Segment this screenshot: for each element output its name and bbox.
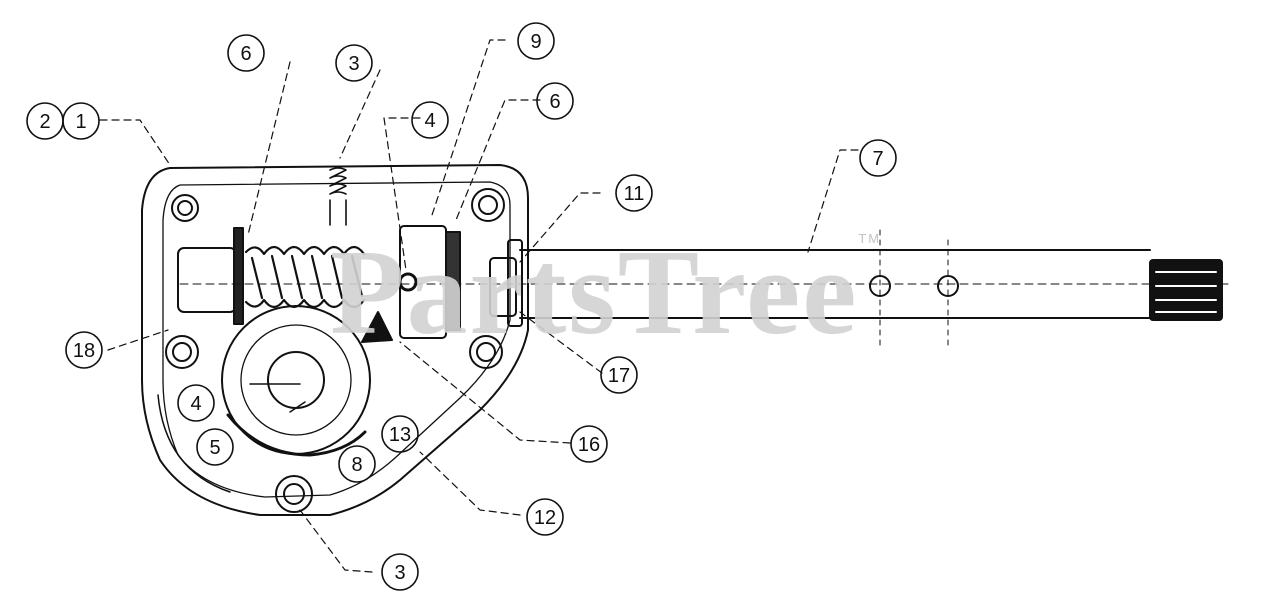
callout-2: 2 bbox=[39, 111, 50, 133]
callout-6a: 6 bbox=[240, 43, 251, 65]
leader-lines bbox=[99, 39, 859, 573]
drive-pin bbox=[398, 272, 418, 292]
boss-top-left bbox=[171, 194, 199, 222]
worm-gear-teeth bbox=[226, 413, 367, 457]
callout-5: 5 bbox=[209, 437, 220, 459]
bearing-cup bbox=[489, 257, 517, 317]
callout-6b: 6 bbox=[549, 91, 560, 113]
boss-left bbox=[165, 335, 199, 369]
watermark-text: PartsTree bbox=[330, 225, 859, 360]
watermark-tm: TM bbox=[858, 231, 882, 246]
callout-13: 13 bbox=[389, 424, 411, 446]
watermark: PartsTreeTM bbox=[330, 232, 881, 354]
callout-1: 1 bbox=[75, 111, 86, 133]
shaft-bushing-left bbox=[177, 247, 237, 313]
boss-top-right bbox=[471, 188, 505, 222]
worm-gear-mid bbox=[240, 324, 352, 436]
boss-bottom bbox=[275, 475, 313, 513]
callout-7: 7 bbox=[872, 148, 883, 170]
callout-16: 16 bbox=[578, 434, 600, 456]
callout-17: 17 bbox=[608, 365, 630, 387]
callout-group bbox=[26, 22, 897, 591]
callout-18: 18 bbox=[73, 340, 95, 362]
callout-3b: 3 bbox=[394, 562, 405, 584]
thrust-washer bbox=[233, 227, 244, 325]
gear-pin bbox=[249, 383, 306, 413]
housing-rib bbox=[157, 394, 231, 493]
housing-outer bbox=[141, 164, 529, 516]
callout-12: 12 bbox=[534, 507, 556, 529]
grease-fitting bbox=[361, 311, 393, 343]
callout-labels: 2 1 6 3 9 4 6 7 11 18 4 5 8 13 16 12 17 … bbox=[39, 31, 883, 584]
set-screw-spring bbox=[329, 167, 347, 226]
worm-gear-hub bbox=[267, 351, 325, 409]
worm-thread bbox=[244, 245, 366, 309]
callout-8: 8 bbox=[351, 454, 362, 476]
callout-11: 11 bbox=[624, 183, 645, 205]
callout-3a: 3 bbox=[348, 53, 359, 75]
output-shaft bbox=[519, 249, 1151, 319]
thrust-bearing bbox=[445, 231, 461, 331]
spline-coupler bbox=[1149, 259, 1223, 321]
housing-inner bbox=[162, 181, 511, 498]
boss-right bbox=[469, 335, 503, 369]
callout-4a: 4 bbox=[424, 110, 435, 132]
shaft-holes bbox=[869, 229, 959, 351]
seal-ring bbox=[507, 239, 523, 327]
callout-9: 9 bbox=[530, 31, 541, 53]
callout-4b: 4 bbox=[190, 393, 201, 415]
